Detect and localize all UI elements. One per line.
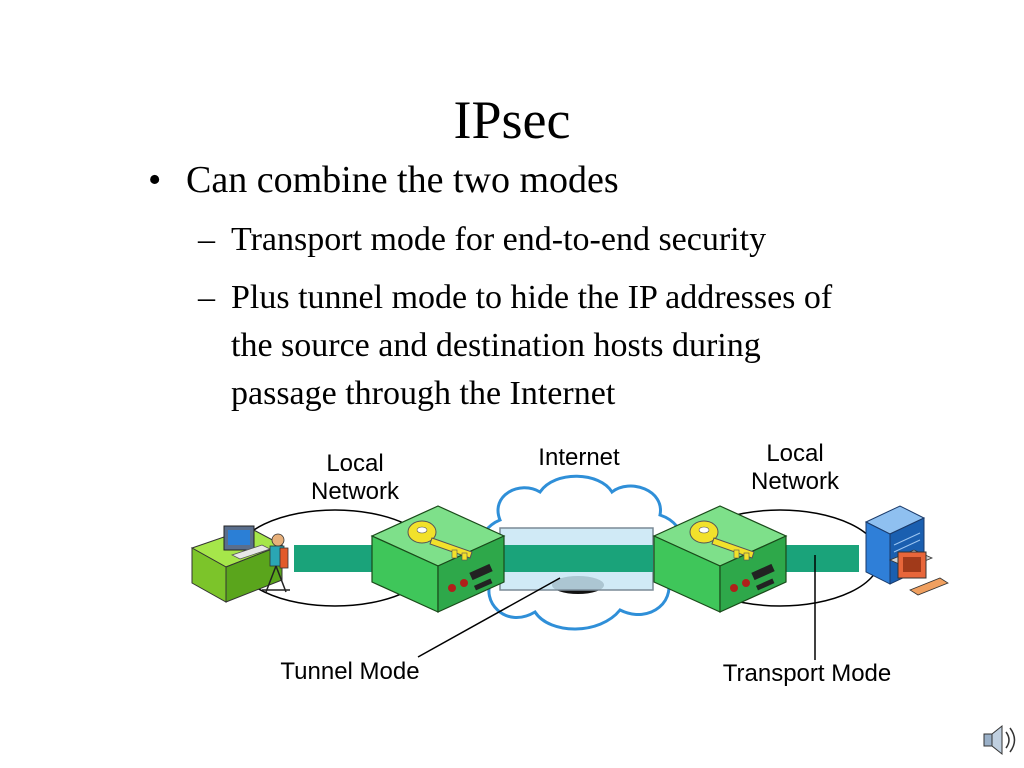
server-icon — [864, 505, 949, 596]
slide-title: IPsec — [453, 90, 571, 150]
sub-bullet-line: the source and destination hosts during — [231, 327, 761, 364]
main-bullet-text: Can combine the two modes — [186, 159, 619, 201]
sub-bullet-line: passage through the Internet — [231, 375, 616, 412]
speaker-icon[interactable] — [983, 724, 1016, 756]
security-gateway-icon — [652, 505, 788, 613]
workstation-icon — [190, 525, 290, 603]
transport-mode-label: Transport Mode — [722, 660, 892, 687]
local-network-right-label: Local Network — [750, 440, 840, 495]
local-network-left-label: Local Network — [310, 450, 400, 505]
security-gateway-icon — [370, 505, 506, 613]
bullet-dot: • — [148, 159, 162, 201]
tunnel-mode-pointer — [417, 577, 561, 658]
sub-bullet-dash: – — [198, 221, 215, 258]
key-icon — [407, 520, 473, 561]
sub-bullet-line: Plus tunnel mode to hide the IP addresse… — [231, 279, 833, 316]
sub-bullet-text: Plus tunnel mode to hide the IP addresse… — [231, 274, 832, 418]
sub-bullet-dash: – — [198, 279, 215, 316]
tunnel-inner-bar — [500, 545, 653, 572]
sub-bullet-text: Transport mode for end-to-end security — [231, 221, 767, 258]
internet-label: Internet — [538, 444, 620, 471]
tunnel-mode-label: Tunnel Mode — [280, 658, 420, 685]
key-icon — [689, 520, 755, 561]
